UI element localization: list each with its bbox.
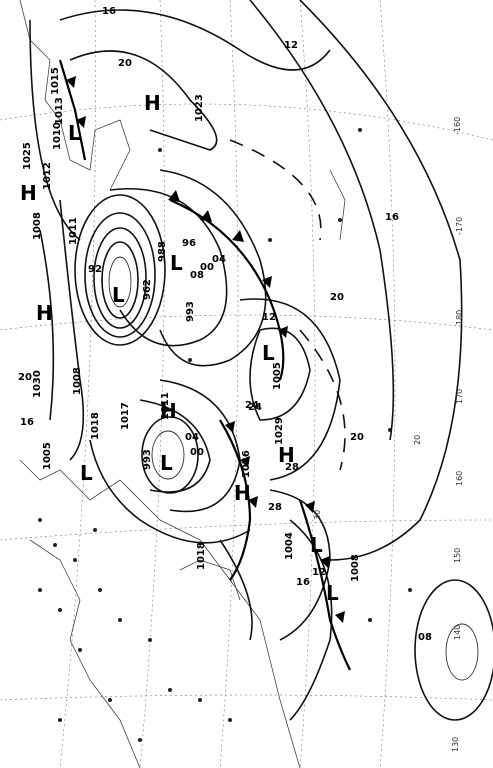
high-center: H — [36, 301, 53, 325]
isobar-label: 1030 — [32, 370, 43, 398]
isobar-label: 04 — [185, 432, 199, 443]
isobar-label: 20 — [350, 432, 364, 443]
longitude-label: 150 — [453, 548, 462, 563]
isobar-label: 988 — [157, 241, 168, 262]
low-center: L — [160, 451, 173, 475]
longitude-label: 180 — [455, 310, 464, 325]
high-center: H — [234, 481, 251, 505]
isobar-label: 1008 — [32, 212, 43, 240]
isobar-label: 08 — [418, 632, 432, 643]
coastlines — [19, 0, 346, 768]
isobar-label: 1025 — [22, 142, 33, 170]
graticule-labels: -160 -170 180 170 160 150 140 130 20 30 — [313, 117, 464, 752]
longitude-label: 130 — [451, 737, 460, 752]
station-plots — [38, 128, 412, 742]
isobar-label: 28 — [268, 502, 282, 513]
isobar-label: 1008 — [72, 367, 83, 395]
isobar-label: 16 — [296, 577, 310, 588]
isobar-label: 1004 — [284, 532, 295, 560]
high-center: H — [278, 443, 295, 467]
isobar-label: 12 — [312, 567, 326, 578]
longitude-label: -170 — [455, 217, 464, 235]
latitude-label: 30 — [313, 510, 322, 520]
isobar-label: 962 — [142, 279, 153, 300]
high-center: H — [20, 181, 37, 205]
isobar-label: 993 — [185, 301, 196, 322]
isobar-label: 20 — [18, 372, 32, 383]
latitude-label: 20 — [413, 435, 422, 445]
isobar-label: 12 — [262, 312, 276, 323]
isobar-label: 24 — [248, 402, 262, 413]
isobar-label: 1026 — [241, 450, 252, 478]
isobar-label: 1013 — [54, 97, 65, 125]
pressure-centers: H H H H H H L L L L L L L L — [20, 91, 339, 605]
isobar-label: 00 — [200, 262, 214, 273]
low-center: L — [326, 581, 339, 605]
isobar-label: 1017 — [120, 402, 131, 430]
low-center: L — [112, 283, 125, 307]
isobar-label: 16 — [385, 212, 399, 223]
isobar-label: 04 — [212, 254, 226, 265]
isobar-label: 1008 — [350, 554, 361, 582]
longitude-label: -160 — [453, 117, 462, 135]
low-center: L — [68, 121, 81, 145]
isobar-label: 1023 — [194, 94, 205, 122]
isobar-label: 1005 — [42, 442, 53, 470]
isobar-label: 1015 — [50, 67, 61, 95]
isobar-label: 08 — [190, 270, 204, 281]
isobar-label: 1018 — [90, 412, 101, 440]
isobar-label: 12 — [284, 40, 298, 51]
low-center: L — [262, 341, 275, 365]
isobar-label: 1029 — [274, 417, 285, 445]
longitude-label: 170 — [455, 389, 464, 404]
isobars — [29, 0, 493, 721]
isobar-label: 00 — [190, 447, 204, 458]
low-center: L — [170, 251, 183, 275]
isobar-label: 1018 — [196, 542, 207, 570]
isobar-label: 1010 — [52, 122, 63, 150]
isobar-label: 28 — [285, 462, 299, 473]
isobar-label: 16 — [102, 6, 116, 17]
isobar-label: 96 — [182, 238, 196, 249]
isobar-label: 92 — [88, 264, 102, 275]
longitude-label: 140 — [453, 625, 462, 640]
low-center: L — [310, 533, 323, 557]
isobar-label: 16 — [20, 417, 34, 428]
isobar-label: 20 — [118, 58, 132, 69]
fronts — [58, 59, 351, 671]
isobar-label: 20 — [330, 292, 344, 303]
isobar-label: 993 — [142, 449, 153, 470]
isobar-label: 1012 — [42, 162, 53, 190]
isobar-label: 1011 — [160, 392, 171, 420]
isobar-label: 1011 — [68, 217, 79, 245]
high-center: H — [144, 91, 161, 115]
low-center: L — [80, 461, 93, 485]
isobar-label: 24 — [245, 400, 259, 411]
longitude-label: 160 — [455, 471, 464, 486]
high-center: H — [160, 399, 177, 423]
isobar-labels: 16 12 20 1023 1011 1008 1010 1012 1013 1… — [18, 6, 432, 643]
isobar-label: 1005 — [272, 362, 283, 390]
